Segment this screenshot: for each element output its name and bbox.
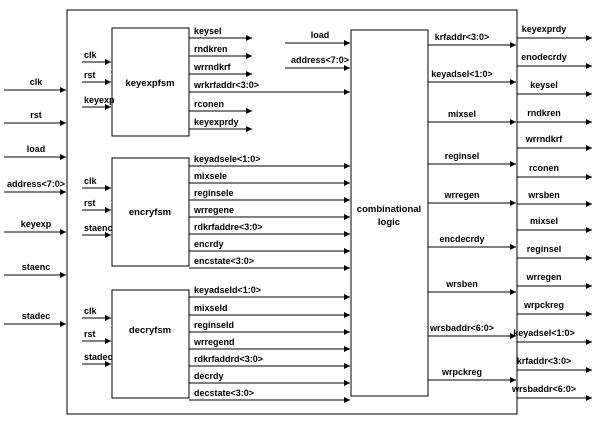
decryfsm-output-label-3: wrregend	[193, 337, 235, 347]
outer-output-label-11: keyadsel<1:0>	[513, 328, 575, 338]
outer-output-label-0: keyexprdy	[522, 24, 567, 34]
outer-input-label-4: keyexp	[21, 219, 52, 229]
comb-output-label-0: krfaddr<3:0>	[435, 32, 490, 42]
keyexpfsm-input-label-2: keyexp	[84, 95, 115, 105]
comb-title-line2: logic	[378, 217, 400, 228]
outer-output-label-2: keysel	[530, 80, 558, 90]
comb-output-label-4: wrregen	[443, 190, 479, 200]
encryfsm-title: encryfsm	[129, 207, 171, 218]
keyexpfsm-output-label-5: keyexprdy	[194, 117, 239, 127]
decryfsm-input-label-0: clk	[84, 306, 98, 316]
comb-output-label-8: wrpckreg	[441, 367, 482, 377]
outer-output-label-3: rndkren	[527, 108, 561, 118]
outer-output-label-5: rconen	[529, 163, 559, 173]
comb-output-label-2: mixsel	[448, 109, 476, 119]
encryfsm-output-label-3: wrregene	[193, 205, 234, 215]
encryfsm-output-label-0: keyadsele<1:0>	[194, 154, 261, 164]
keyexpfsm-block	[111, 27, 190, 137]
encryfsm-input-label-0: clk	[84, 176, 98, 186]
encryfsm-output-label-1: mixsele	[194, 171, 227, 181]
keyexpfsm-output-label-1: rndkren	[194, 44, 228, 54]
outer-input-label-0: clk	[30, 77, 44, 87]
encryfsm-input-label-2: staenc	[84, 223, 113, 233]
encryfsm-block	[111, 157, 190, 267]
decryfsm-output-label-5: decrdy	[194, 371, 224, 381]
outer-input-label-2: load	[27, 144, 46, 154]
combinational-logic-block	[350, 29, 429, 397]
decryfsm-output-label-1: mixseld	[194, 303, 228, 313]
keyexpfsm-title: keyexpfsm	[125, 78, 174, 89]
outer-output-label-1: enodecrdy	[521, 52, 567, 62]
comb-input-label-1: address<7:0>	[291, 55, 349, 65]
outer-output-label-13: wrsbaddr<6:0>	[511, 384, 576, 394]
comb-output-label-1: keyadsel<1:0>	[431, 69, 493, 79]
outer-input-label-3: address<7:0>	[7, 179, 65, 189]
outer-output-label-12: krfaddr<3:0>	[517, 356, 572, 366]
outer-input-label-5: staenc	[22, 262, 51, 272]
keyexpfsm-output-label-4: rconen	[194, 99, 224, 109]
encryfsm-output-label-2: reginsele	[194, 188, 234, 198]
comb-output-label-3: reginsel	[445, 151, 480, 161]
keyexpfsm-output-label-2: wrrndkrf	[193, 62, 232, 72]
outer-output-label-10: wrpckreg	[523, 300, 564, 310]
decryfsm-title: decryfsm	[129, 325, 171, 336]
outer-input-label-6: stadec	[22, 311, 51, 321]
encryfsm-output-label-4: rdkrfaddre<3:0>	[194, 222, 263, 232]
outer-output-label-7: mixsel	[530, 216, 558, 226]
decryfsm-output-label-6: decstate<3:0>	[194, 388, 254, 398]
keyexpfsm-output-label-0: keysel	[194, 26, 222, 36]
outer-output-label-6: wrsben	[527, 190, 560, 200]
keyexpfsm-input-label-1: rst	[84, 70, 96, 80]
outer-output-label-8: reginsel	[527, 244, 562, 254]
keyexpfsm-output-label-3: wrkrfaddr<3:0>	[193, 80, 259, 90]
decryfsm-input-label-1: rst	[84, 329, 96, 339]
decryfsm-block	[111, 289, 190, 399]
outer-output-label-4: wrrndkrf	[525, 134, 564, 144]
keyexpfsm-input-label-0: clk	[84, 50, 98, 60]
encryfsm-output-label-5: encrdy	[194, 239, 224, 249]
decryfsm-output-label-4: rdkrfaddrd<3:0>	[194, 354, 263, 364]
encryfsm-input-label-1: rst	[84, 198, 96, 208]
comb-output-label-6: wrsben	[445, 279, 478, 289]
comb-input-label-0: load	[311, 30, 330, 40]
outer-input-label-1: rst	[30, 110, 42, 120]
outer-output-label-9: wrregen	[525, 272, 561, 282]
decryfsm-output-label-0: keyadseld<1:0>	[194, 285, 261, 295]
comb-title-line1: combinational	[357, 204, 421, 215]
comb-output-label-7: wrsbaddr<6:0>	[429, 323, 494, 333]
encryfsm-output-label-6: encstate<3:0>	[194, 256, 254, 266]
comb-output-label-5: encdecrdy	[439, 234, 484, 244]
decryfsm-output-label-2: reginseld	[194, 320, 234, 330]
decryfsm-input-label-2: stadec	[84, 352, 113, 362]
